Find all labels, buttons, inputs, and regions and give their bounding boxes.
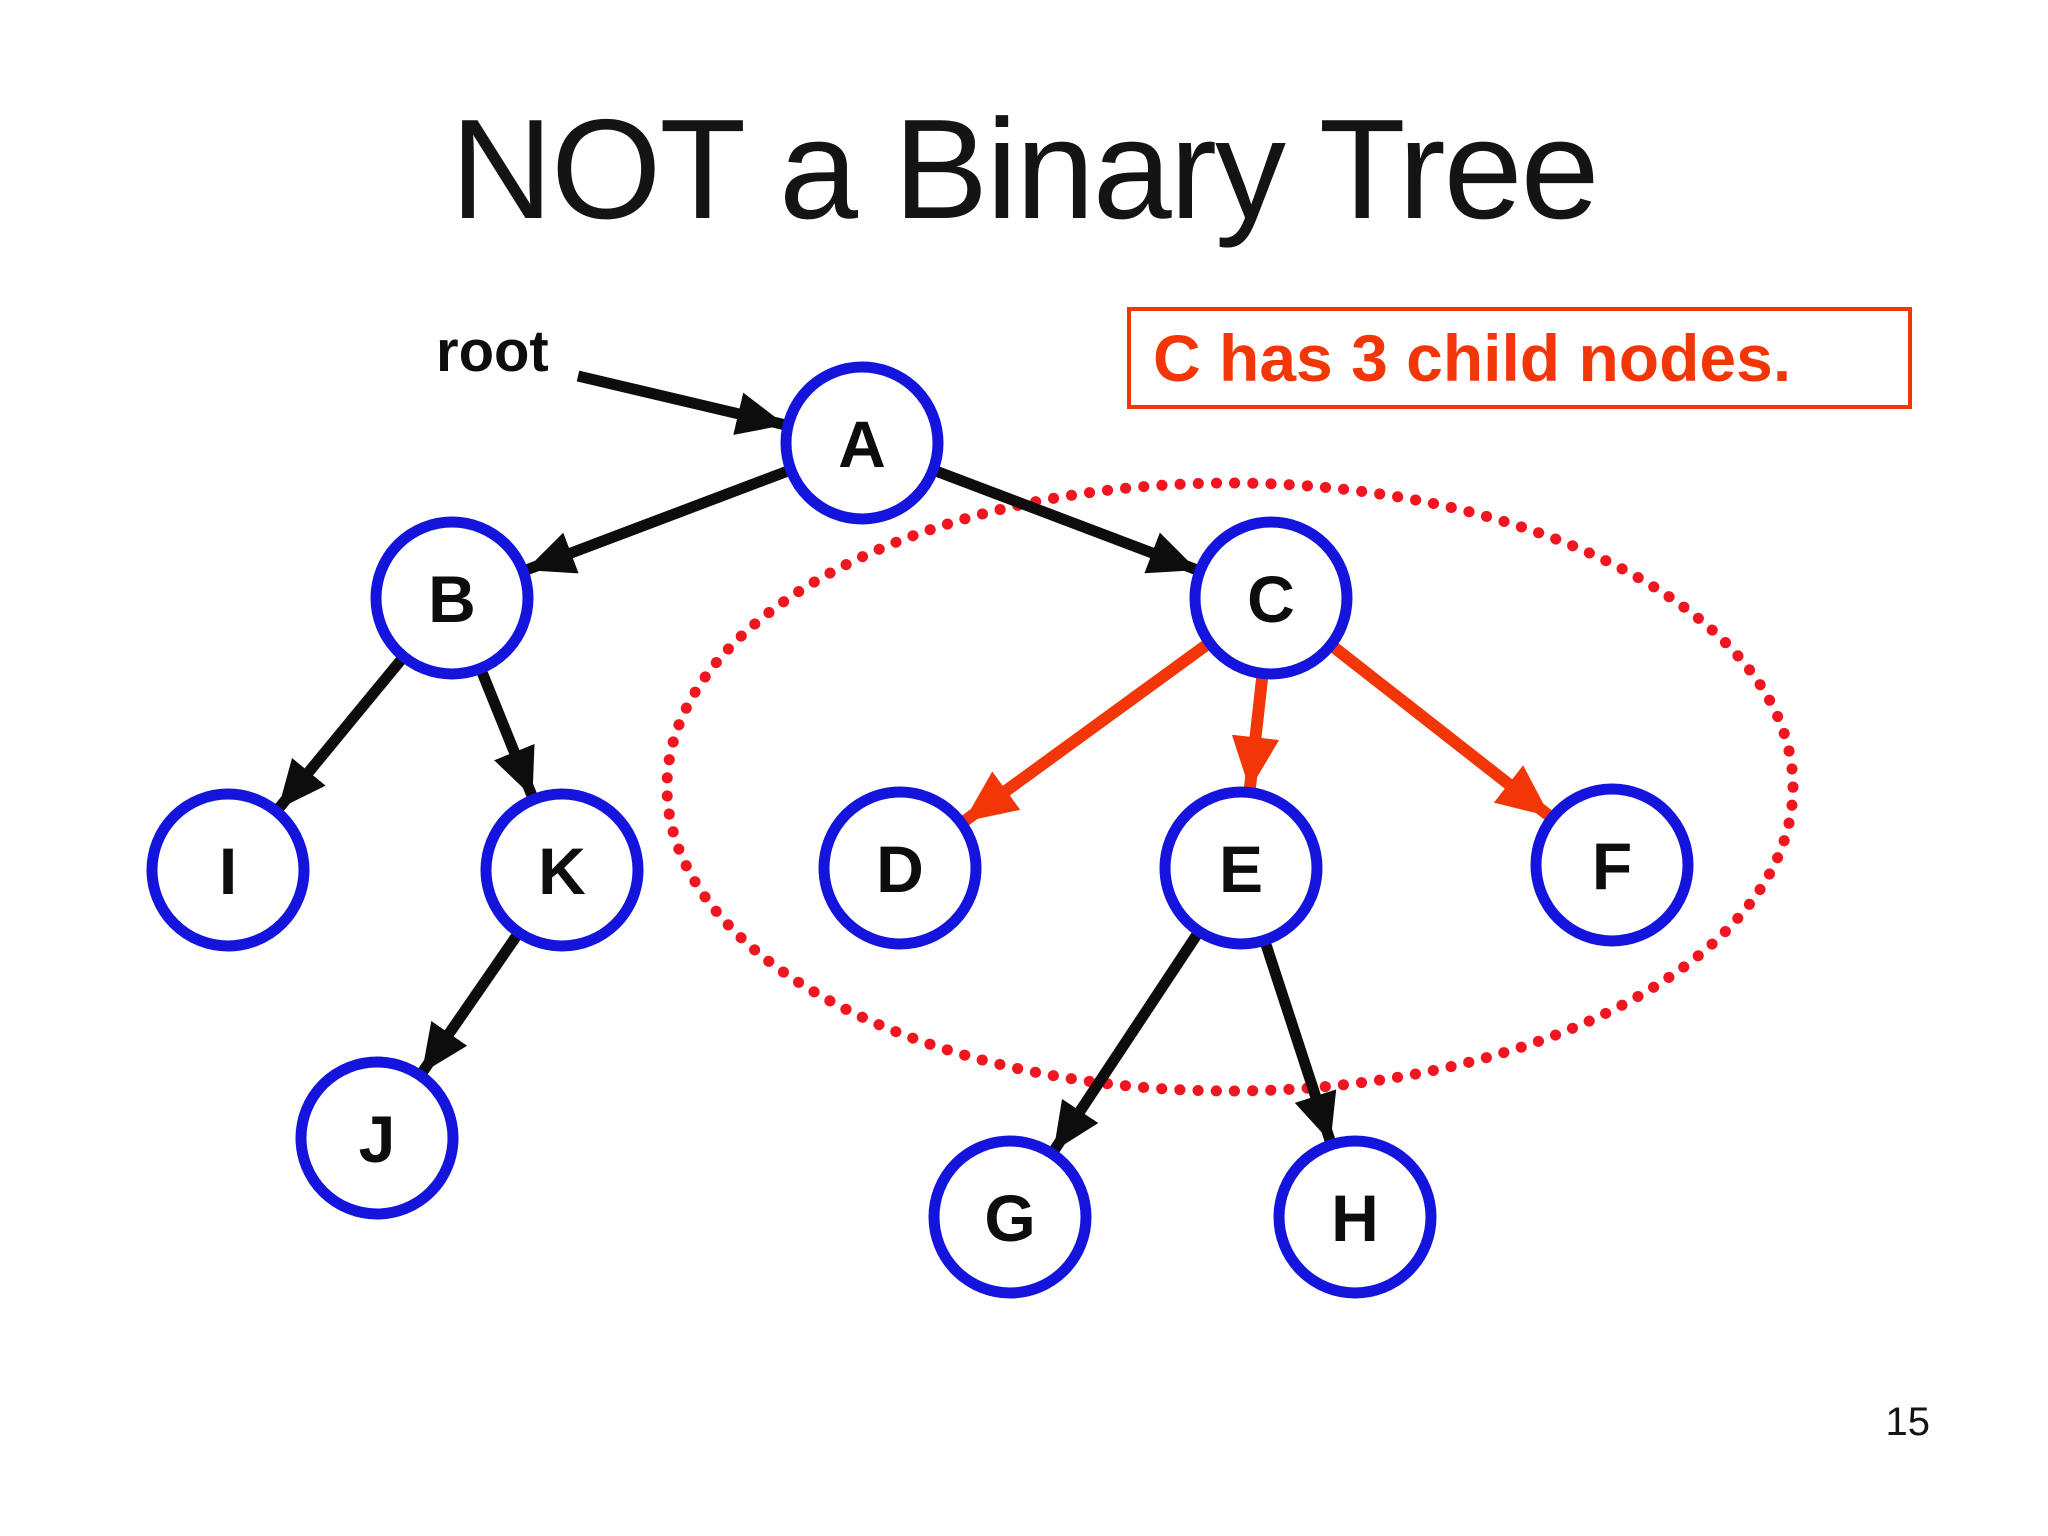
edge-C-E — [1231, 670, 1280, 790]
edge-B-K — [474, 664, 538, 798]
node-E-circle — [1159, 786, 1323, 950]
edge-C-F — [1325, 638, 1553, 821]
edge-E-G — [1049, 926, 1205, 1154]
node-A-label: A — [838, 407, 886, 481]
node-I-label: I — [219, 834, 237, 908]
subtree-dotted-ellipse — [661, 477, 1799, 1097]
page-title: NOT a Binary Tree — [450, 90, 1599, 249]
node-I-circle — [146, 788, 310, 952]
node-D-circle — [818, 786, 982, 950]
tree-node-H: H — [1273, 1135, 1437, 1299]
node-H-label: H — [1331, 1181, 1379, 1255]
subtree-ellipse-group — [661, 477, 1799, 1097]
node-C-label: C — [1247, 562, 1295, 636]
tree-node-G: G — [928, 1135, 1092, 1299]
node-B-circle — [370, 516, 534, 680]
root-pointer-label: root — [436, 319, 549, 384]
tree-node-J: J — [295, 1056, 459, 1220]
page-number: 15 — [1885, 1400, 1931, 1444]
edge-E-H — [1258, 936, 1337, 1143]
tree-nodes: A B C I K J D E F G H — [146, 361, 1694, 1299]
tree-node-D: D — [818, 786, 982, 950]
node-H-circle — [1273, 1135, 1437, 1299]
root-pointer-arrow — [576, 370, 786, 435]
tree-node-E: E — [1159, 786, 1323, 950]
edge-A-C — [929, 464, 1199, 575]
tree-node-B: B — [370, 516, 534, 680]
node-J-circle — [295, 1056, 459, 1220]
node-G-label: G — [984, 1181, 1035, 1255]
node-F-circle — [1530, 783, 1694, 947]
node-A-circle — [780, 361, 944, 525]
node-C-circle — [1189, 516, 1353, 680]
tree-node-A: A — [780, 361, 944, 525]
edge-A-B — [524, 464, 795, 575]
node-K-label: K — [538, 834, 586, 908]
edge-B-I — [274, 651, 410, 812]
node-F-label: F — [1592, 829, 1632, 903]
edge-C-D — [961, 636, 1215, 826]
annotation-box: C has 3 child nodes. — [1127, 307, 1912, 409]
tree-node-I: I — [146, 788, 310, 952]
tree-node-C: C — [1189, 516, 1353, 680]
node-D-label: D — [876, 832, 924, 906]
node-B-label: B — [428, 562, 476, 636]
edge-K-J — [417, 927, 525, 1076]
node-G-circle — [928, 1135, 1092, 1299]
tree-node-F: F — [1530, 783, 1694, 947]
annotation-text: C has 3 child nodes. — [1153, 321, 1792, 395]
tree-edges — [274, 370, 1553, 1154]
node-K-circle — [480, 788, 644, 952]
node-E-label: E — [1219, 832, 1263, 906]
node-J-label: J — [359, 1102, 396, 1176]
tree-node-K: K — [480, 788, 644, 952]
